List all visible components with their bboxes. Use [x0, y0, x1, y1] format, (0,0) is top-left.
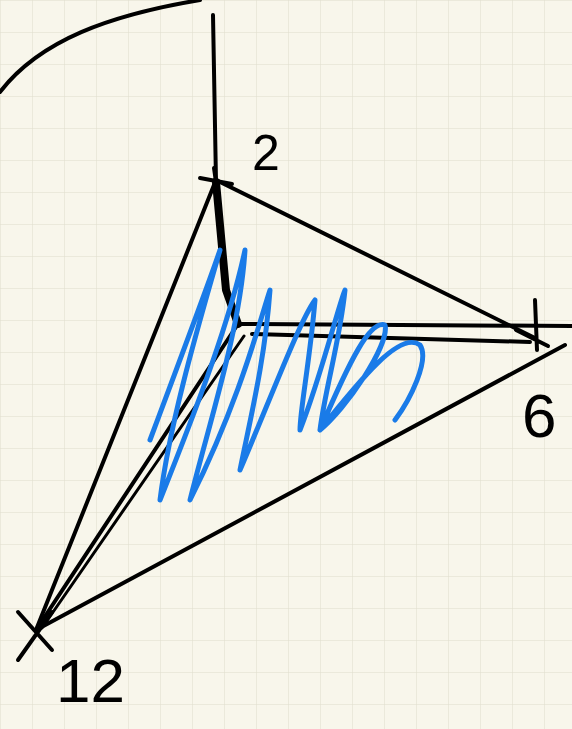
plane-edge — [36, 345, 565, 630]
vertical-axis — [213, 15, 216, 182]
horizontal-axis — [238, 324, 572, 326]
curve — [0, 0, 200, 92]
intercept-value: 2 — [252, 128, 280, 178]
intercept-value: 6 — [522, 385, 556, 447]
intercept-value: 12 — [56, 650, 125, 712]
plane-edge — [36, 180, 216, 630]
intercept-mark — [516, 300, 548, 350]
depth-axis — [42, 336, 244, 628]
intercept-mark — [18, 612, 52, 660]
shading-scribble — [150, 250, 423, 500]
intercept-mark — [200, 168, 232, 196]
